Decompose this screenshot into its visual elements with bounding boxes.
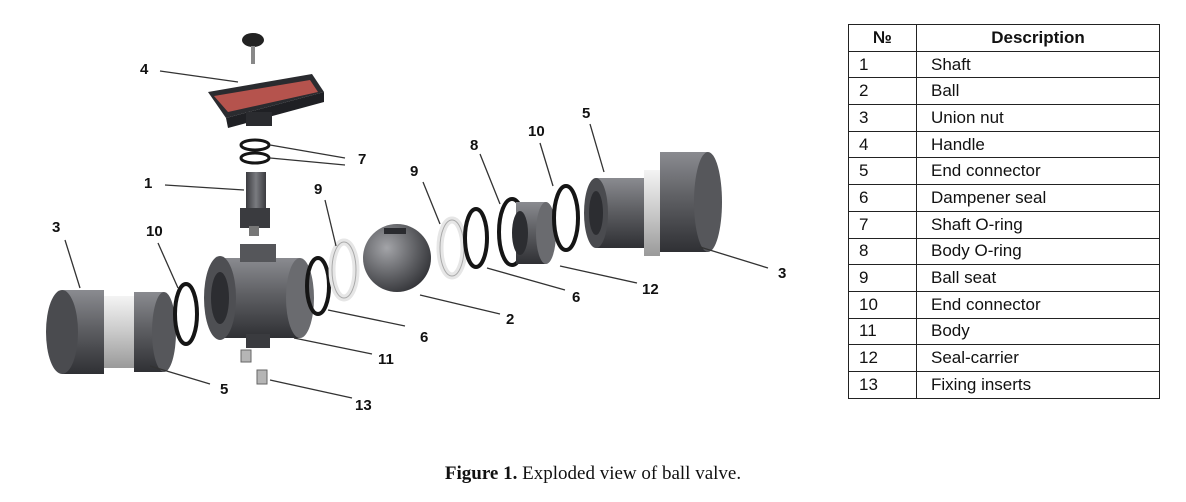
callout-right-ball-seat: 9: [410, 163, 418, 180]
callout-seal-carrier: 12: [642, 281, 659, 298]
part-description-cell: Ball seat: [916, 264, 1160, 292]
callout-body-oring: 8: [470, 137, 478, 154]
part-number-cell: 7: [848, 210, 917, 239]
callout-ball: 2: [506, 311, 514, 328]
part-number-cell: 10: [848, 290, 917, 319]
caption-label: Figure 1.: [444, 463, 518, 484]
right-dampener-seal: [463, 207, 489, 269]
callout-body: 11: [378, 351, 394, 368]
part-number-cell: 11: [848, 317, 917, 346]
callout-fixing-inserts: 13: [355, 397, 372, 414]
figure-caption: Figure 1. Exploded view of ball valve.: [0, 463, 1186, 485]
exploded-valve-diagram: 4 7 1 3 10 5 9 6 11 13 2 9 8 6 12 10 5 3: [46, 33, 786, 414]
part-description-cell: Fixing inserts: [916, 370, 1160, 399]
callout-left-end-connector: 5: [220, 381, 228, 398]
callout-right-dampener-seal: 6: [572, 289, 580, 306]
caption-text: Exploded view of ball valve.: [517, 463, 742, 484]
part-description-cell: Ball: [916, 77, 1160, 106]
fixing-inserts: [240, 349, 268, 385]
part-description-cell: Union nut: [916, 104, 1160, 132]
leader-lines: [64, 70, 769, 399]
table-header-row: № Description: [848, 24, 1160, 52]
part-number-cell: 1: [848, 50, 917, 79]
part-description-cell: Body: [916, 317, 1160, 346]
shaft-part: [240, 172, 270, 236]
part-description-cell: Shaft O-ring: [916, 210, 1160, 239]
handle-part: [208, 33, 324, 128]
left-ball-seat-edge: [331, 241, 357, 299]
part-number-cell: 8: [848, 237, 917, 266]
valve-body: [204, 244, 314, 348]
part-number-cell: 2: [848, 77, 917, 106]
part-description-cell: Body O-ring: [916, 237, 1160, 266]
callout-left-ball-seat: 9: [314, 181, 322, 198]
right-end-connector-union: [584, 152, 722, 256]
callout-left-dampener-seal: 6: [420, 329, 428, 346]
callout-shaft-orings: 7: [358, 151, 366, 168]
left-union-nut: [46, 290, 176, 374]
part-description-cell: Dampener seal: [916, 184, 1160, 212]
part-description-cell: Handle: [916, 130, 1160, 159]
part-number-cell: 9: [848, 264, 917, 292]
callout-right-union-nut: 3: [778, 265, 786, 282]
seal-carrier-assembly: [497, 197, 556, 267]
callout-handle: 4: [140, 61, 149, 78]
callout-left-union-nut: 3: [52, 219, 60, 236]
part-number-cell: 3: [848, 104, 917, 132]
callout-left-end-oring: 10: [146, 223, 163, 240]
callout-shaft: 1: [144, 175, 152, 192]
callout-right-end-connector: 5: [582, 105, 590, 122]
part-description-cell: End connector: [916, 290, 1160, 319]
right-ball-seat-edge: [439, 219, 465, 277]
shaft-orings: [239, 138, 271, 165]
header-description: Description: [916, 24, 1160, 52]
ball-part: [363, 224, 431, 292]
part-description-cell: Seal-carrier: [916, 344, 1160, 372]
part-number-cell: 6: [848, 184, 917, 212]
part-number-cell: 13: [848, 370, 917, 399]
part-description-cell: Shaft: [916, 50, 1160, 79]
right-end-oring: [552, 184, 580, 252]
part-description-cell: End connector: [916, 157, 1160, 186]
callout-right-end-oring: 10: [528, 123, 545, 140]
left-dampener-seal: [305, 256, 331, 316]
header-number: №: [848, 24, 917, 52]
left-end-oring: [173, 282, 199, 346]
part-number-cell: 12: [848, 344, 917, 372]
part-number-cell: 4: [848, 130, 917, 159]
callout-labels: 4 7 1 3 10 5 9 6 11 13 2 9 8 6 12 10 5 3: [52, 61, 786, 414]
part-number-cell: 5: [848, 157, 917, 186]
